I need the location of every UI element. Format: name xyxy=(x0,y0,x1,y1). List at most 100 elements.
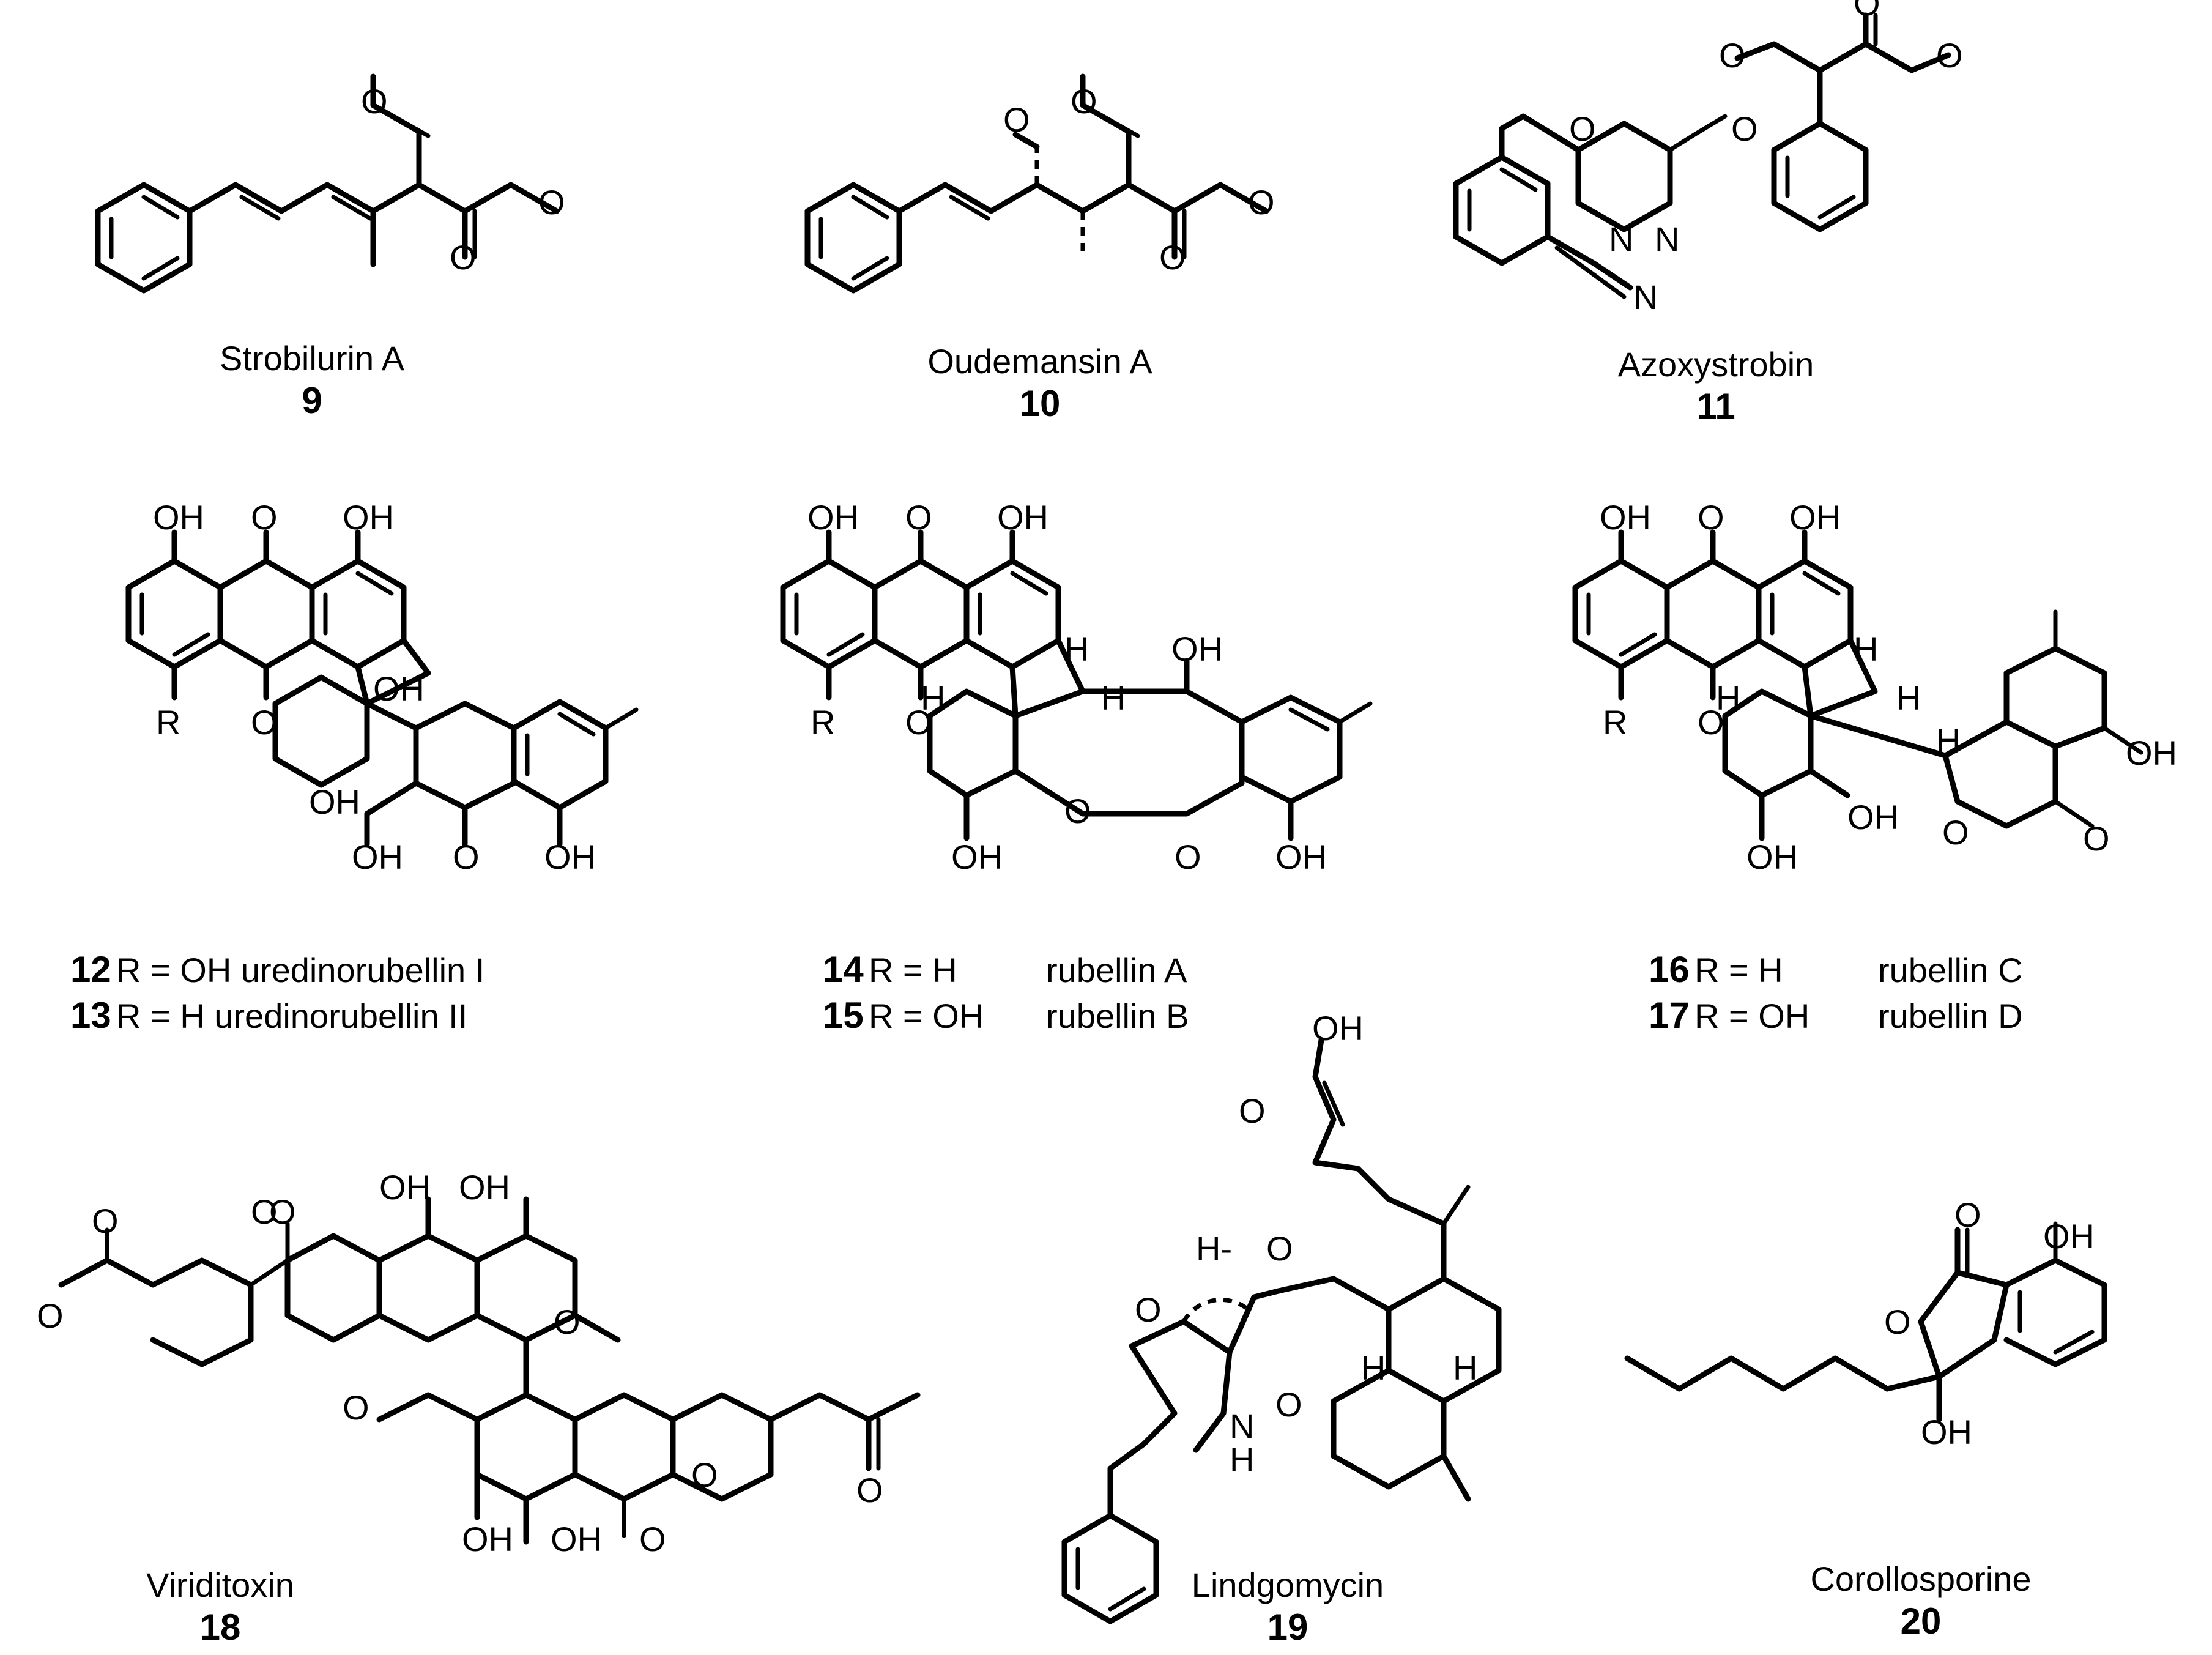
compound-r-group: R = OH xyxy=(1694,997,1809,1035)
atom-oh: OH xyxy=(1746,838,1798,876)
compound-number: 11 xyxy=(1696,386,1735,427)
atom-h: H xyxy=(1453,1348,1477,1387)
atom-o: O xyxy=(2083,819,2110,858)
compound-number: 9 xyxy=(302,380,322,421)
atom-h: H xyxy=(1716,679,1740,717)
structure-uredinorubellin xyxy=(125,529,639,847)
compound-number: 14 xyxy=(823,949,864,990)
atom-o: O xyxy=(905,498,932,537)
atom-oh: OH xyxy=(1312,1009,1364,1047)
atom-h: H xyxy=(1896,679,1921,717)
atom-o: O xyxy=(251,498,278,537)
atom-oh: OH xyxy=(1171,630,1223,668)
compound-name: rubellin A xyxy=(1046,951,1187,989)
atom-o: O xyxy=(1071,82,1097,121)
compound-name: Strobilurin A xyxy=(220,339,405,377)
atom-o: O xyxy=(905,703,932,742)
atom-oh: OH xyxy=(373,669,425,708)
atom-oh: OH xyxy=(1275,838,1327,876)
structure-rubellin-ab xyxy=(780,529,1373,841)
atom-o: O xyxy=(1719,36,1746,75)
compound-r-group: R = OH xyxy=(869,997,984,1035)
compound-number: 16 xyxy=(1649,949,1690,990)
compound-caption: R = OH uredinorubellin I xyxy=(116,951,484,989)
atom-r: R xyxy=(1603,703,1627,742)
structure-strobilurin-a xyxy=(95,73,560,294)
compound-name: Viriditoxin xyxy=(146,1566,294,1604)
atom-oh: OH xyxy=(1789,498,1841,537)
atom-h: H xyxy=(1101,679,1126,717)
atom-o: O xyxy=(251,1192,278,1231)
compound-number: 18 xyxy=(200,1607,241,1648)
atom-o: O xyxy=(538,183,565,221)
atom-oh: OH xyxy=(544,838,596,876)
atom-oh: OH xyxy=(462,1520,513,1558)
atom-o: O xyxy=(1159,238,1186,277)
atom-h: H xyxy=(921,679,945,717)
compound-r-group: R = H xyxy=(869,951,957,989)
compound-name: rubellin C xyxy=(1878,951,2023,989)
atom-oh: OH xyxy=(2126,734,2177,772)
atom-o: O xyxy=(361,82,388,121)
atom-oh: OH xyxy=(997,498,1048,537)
atom-o: O xyxy=(1936,36,1963,75)
atom-h: H xyxy=(1064,630,1089,668)
compound-name: Corollosporine xyxy=(1810,1560,2031,1598)
atom-oh: OH xyxy=(2043,1217,2095,1255)
compound-number: 15 xyxy=(823,995,864,1036)
compound-number: 10 xyxy=(1020,383,1061,424)
captions: Strobilurin A 9 Oudemansin A 10 Azoxystr… xyxy=(70,339,2032,1648)
atom-o: O xyxy=(691,1456,718,1494)
atom-o: O xyxy=(1942,813,1969,852)
atom-o: O xyxy=(1275,1385,1302,1424)
atom-o: O xyxy=(37,1296,64,1335)
atom-oh: OH xyxy=(343,498,394,537)
compound-name: rubellin B xyxy=(1046,997,1189,1035)
atom-o: O xyxy=(639,1520,666,1558)
atom-h: H xyxy=(1854,630,1878,668)
atom-o: O xyxy=(1266,1229,1293,1268)
atom-h: H xyxy=(1230,1440,1254,1479)
atom-o: O xyxy=(554,1303,581,1341)
compound-name: Azoxystrobin xyxy=(1618,345,1814,384)
atom-n: N xyxy=(1609,220,1633,258)
compound-number: 17 xyxy=(1649,995,1690,1036)
atom-o: O xyxy=(450,238,477,277)
atom-oh: OH xyxy=(1600,498,1651,537)
atom-o: O xyxy=(856,1471,883,1509)
atom-oh: OH xyxy=(1921,1413,1972,1451)
atom-o: O xyxy=(1569,110,1596,148)
structure-oudemansin-a xyxy=(804,73,1269,294)
atom-oh: OH xyxy=(807,498,859,537)
atom-oh: OH xyxy=(1847,798,1899,836)
atom-o: O xyxy=(1248,183,1275,221)
compound-name: rubellin D xyxy=(1878,997,2023,1035)
atom-o: O xyxy=(1884,1303,1911,1341)
atom-oh: OH xyxy=(309,783,360,821)
atom-o: O xyxy=(1954,1196,1981,1234)
atom-o: O xyxy=(1239,1092,1266,1130)
atom-oh: OH xyxy=(352,838,403,876)
atom-o: O xyxy=(343,1388,369,1427)
compound-number: 13 xyxy=(70,995,111,1036)
structure-corollosporine xyxy=(1624,1221,2107,1423)
atom-o: O xyxy=(92,1202,119,1240)
atom-o: O xyxy=(269,1192,296,1231)
structure-viriditoxin xyxy=(58,1196,921,1545)
atom-o: O xyxy=(453,838,480,876)
atom-o: O xyxy=(1698,703,1724,742)
structure-azoxystrobin xyxy=(1453,12,1951,299)
atom-n: N xyxy=(1655,220,1679,258)
compound-number: 20 xyxy=(1901,1601,1942,1642)
atom-n: N xyxy=(1633,278,1658,316)
compound-name: Oudemansin A xyxy=(927,342,1152,381)
atom-oh: OH xyxy=(459,1168,510,1207)
atom-r: R xyxy=(156,703,180,742)
structure-rubellin-cd xyxy=(1572,529,2143,841)
compound-number: 12 xyxy=(70,949,111,990)
atom-h: H- xyxy=(1196,1229,1232,1268)
atom-oh: OH xyxy=(379,1168,431,1207)
atom-n: N xyxy=(1230,1407,1254,1445)
